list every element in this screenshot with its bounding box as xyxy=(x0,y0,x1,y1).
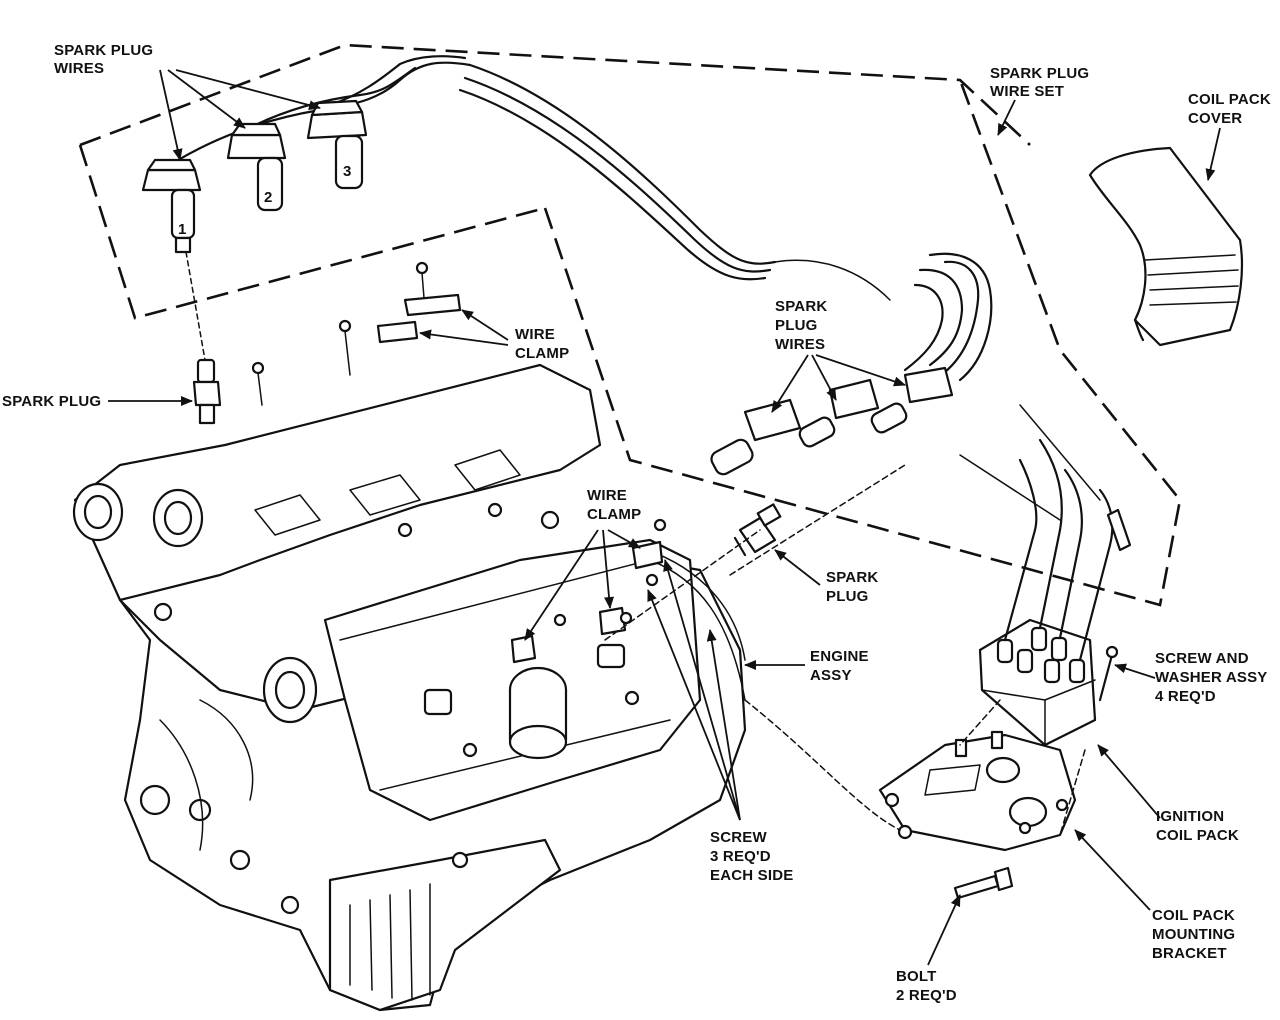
wire-clamp-center xyxy=(510,518,667,664)
ignition-coil-pack xyxy=(959,404,1132,747)
dashed-callout-center xyxy=(543,79,1182,607)
spark-plug-wire-set xyxy=(458,63,891,301)
mid-boot-a xyxy=(710,398,802,476)
label-engine-assy: ENGINE ASSY xyxy=(810,648,869,684)
coil-pack-cover xyxy=(1088,146,1244,347)
svg-text:WIRE: WIRE xyxy=(587,487,627,504)
svg-text:WIRES: WIRES xyxy=(775,336,825,353)
svg-text:BOLT: BOLT xyxy=(896,968,937,985)
coil-pack-mounting-bracket xyxy=(878,730,1077,852)
svg-text:PLUG: PLUG xyxy=(775,317,817,334)
svg-text:SPARK: SPARK xyxy=(775,298,827,315)
spark-plug-right xyxy=(733,503,782,557)
svg-text:COIL PACK: COIL PACK xyxy=(1188,91,1271,108)
label-spark-plug-wires-mid: SPARK PLUG WIRES xyxy=(775,298,827,353)
spark-plug-left xyxy=(185,251,222,425)
svg-text:2 REQ'D: 2 REQ'D xyxy=(896,987,957,1004)
svg-text:COVER: COVER xyxy=(1188,110,1242,127)
engine-assy xyxy=(72,363,747,1012)
svg-text:SCREW AND: SCREW AND xyxy=(1155,650,1249,667)
boot-number-3: 3 xyxy=(343,163,352,180)
boot-number-2: 2 xyxy=(264,189,273,206)
svg-text:WIRE: WIRE xyxy=(515,326,555,343)
svg-text:PLUG: PLUG xyxy=(826,588,868,605)
mid-boot-b xyxy=(798,378,880,448)
svg-text:EACH SIDE: EACH SIDE xyxy=(710,867,793,884)
label-spark-plug-wire-set: SPARK PLUG WIRE SET xyxy=(990,65,1089,100)
svg-text:SPARK: SPARK xyxy=(826,569,878,586)
wire-clamp-top xyxy=(251,261,462,406)
svg-text:SPARK PLUG: SPARK PLUG xyxy=(54,42,153,59)
svg-text:WIRES: WIRES xyxy=(54,60,104,77)
wire-boot-1: 1 xyxy=(141,158,202,254)
wire-boot-3: 3 xyxy=(306,99,368,190)
svg-text:BRACKET: BRACKET xyxy=(1152,945,1227,962)
label-screw-washer-assy: SCREW AND WASHER ASSY 4 REQ'D xyxy=(1155,650,1268,705)
label-coil-pack-mounting-bracket: COIL PACK MOUNTING BRACKET xyxy=(1152,907,1235,962)
label-bolt: BOLT 2 REQ'D xyxy=(896,968,957,1004)
boot-number-1: 1 xyxy=(178,221,187,238)
spark-plug-wires-mid xyxy=(710,252,993,476)
svg-text:WASHER ASSY: WASHER ASSY xyxy=(1155,669,1268,686)
label-wire-clamp-mid: WIRE CLAMP xyxy=(587,487,641,523)
svg-text:WIRE SET: WIRE SET xyxy=(990,83,1064,100)
label-wire-clamp-top: WIRE CLAMP xyxy=(515,326,569,362)
wire-boot-2: 2 xyxy=(226,122,287,212)
svg-text:4 REQ'D: 4 REQ'D xyxy=(1155,688,1216,705)
bracket-bolt xyxy=(953,866,1014,900)
svg-text:COIL PACK: COIL PACK xyxy=(1152,907,1235,924)
svg-text:ASSY: ASSY xyxy=(810,667,852,684)
leader-lines xyxy=(108,69,1221,966)
label-spark-plug-wires-top: SPARK PLUG WIRES xyxy=(54,42,153,77)
svg-text:CLAMP: CLAMP xyxy=(515,345,569,362)
label-coil-pack-cover: COIL PACK COVER xyxy=(1188,91,1271,127)
svg-text:COIL PACK: COIL PACK xyxy=(1156,827,1239,844)
svg-text:SPARK PLUG: SPARK PLUG xyxy=(2,393,101,410)
dashed-callout-top-left xyxy=(78,43,1031,320)
spark-plug-wire-boots-top: 1 2 3 xyxy=(141,55,472,254)
svg-text:ENGINE: ENGINE xyxy=(810,648,869,665)
svg-text:SCREW: SCREW xyxy=(710,829,767,846)
svg-text:IGNITION: IGNITION xyxy=(1156,808,1224,825)
label-ignition-coil-pack: IGNITION COIL PACK xyxy=(1156,808,1239,844)
svg-text:3 REQ'D: 3 REQ'D xyxy=(710,848,771,865)
label-spark-plug-left: SPARK PLUG xyxy=(2,393,101,410)
label-spark-plug-right: SPARK PLUG xyxy=(826,569,878,605)
svg-text:SPARK PLUG: SPARK PLUG xyxy=(990,65,1089,82)
svg-text:MOUNTING: MOUNTING xyxy=(1152,926,1235,943)
svg-text:CLAMP: CLAMP xyxy=(587,506,641,523)
label-screw-each-side: SCREW 3 REQ'D EACH SIDE xyxy=(710,829,793,884)
mid-boot-c xyxy=(870,366,954,434)
